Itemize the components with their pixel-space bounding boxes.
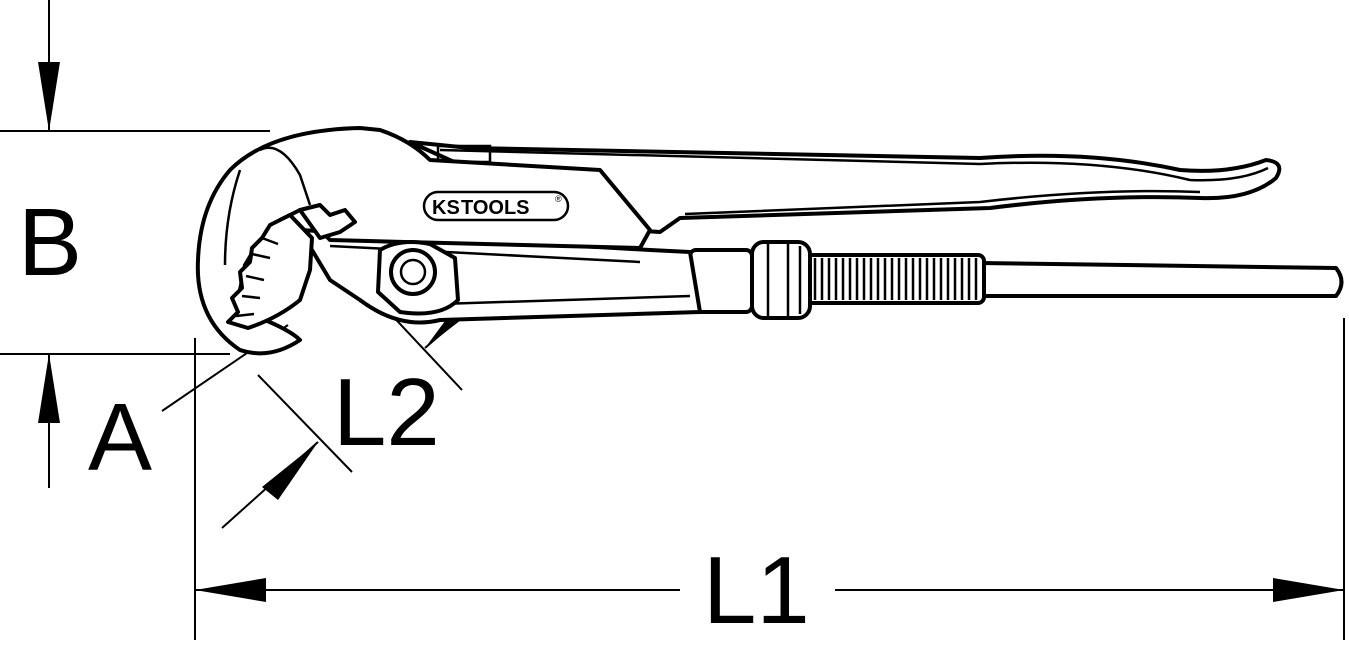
dimension-l1-label: L1 — [703, 537, 810, 644]
dimension-b-label: B — [18, 189, 82, 296]
ks-tools-logo: KS TOOLS ® — [422, 190, 570, 222]
pivot-rivet — [389, 248, 437, 296]
upper-jaw-teeth — [298, 203, 357, 240]
dimension-l1: L1 — [194, 318, 1345, 644]
jaw-teeth — [226, 213, 314, 330]
wrench: KS TOOLS ® — [195, 126, 1344, 356]
dimension-b: B — [0, 0, 270, 488]
logo-tools: TOOLS — [461, 197, 530, 219]
threaded-section — [804, 253, 986, 305]
wrench-head — [195, 126, 652, 356]
adjusting-nut — [750, 240, 812, 320]
logo-registered: ® — [555, 194, 562, 204]
lower-handle-rod — [978, 261, 1344, 298]
dimension-l2-label: L2 — [333, 359, 440, 466]
thread-lines — [813, 258, 978, 300]
logo-ks: KS — [432, 197, 460, 219]
dimension-a: A — [88, 324, 353, 529]
dimension-a-label: A — [88, 384, 152, 491]
